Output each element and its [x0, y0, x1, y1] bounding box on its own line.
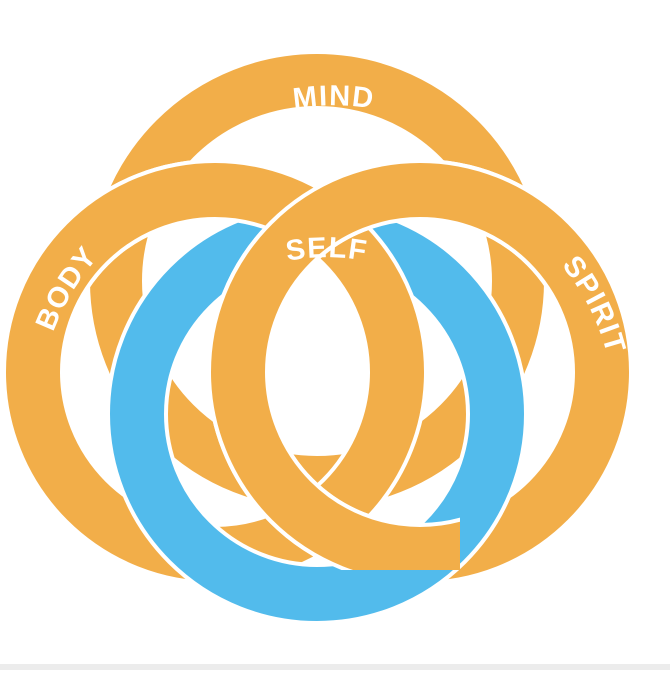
mind-ring — [86, 50, 548, 512]
body-ring-over-band — [6, 163, 424, 374]
spirit-ring-center-band — [211, 230, 460, 570]
mind-ring-band — [90, 54, 544, 508]
self-label: SELF — [284, 232, 371, 268]
center-weave — [207, 230, 460, 570]
mind-label: MIND — [291, 80, 377, 115]
bottom-edge-strip — [0, 664, 670, 670]
